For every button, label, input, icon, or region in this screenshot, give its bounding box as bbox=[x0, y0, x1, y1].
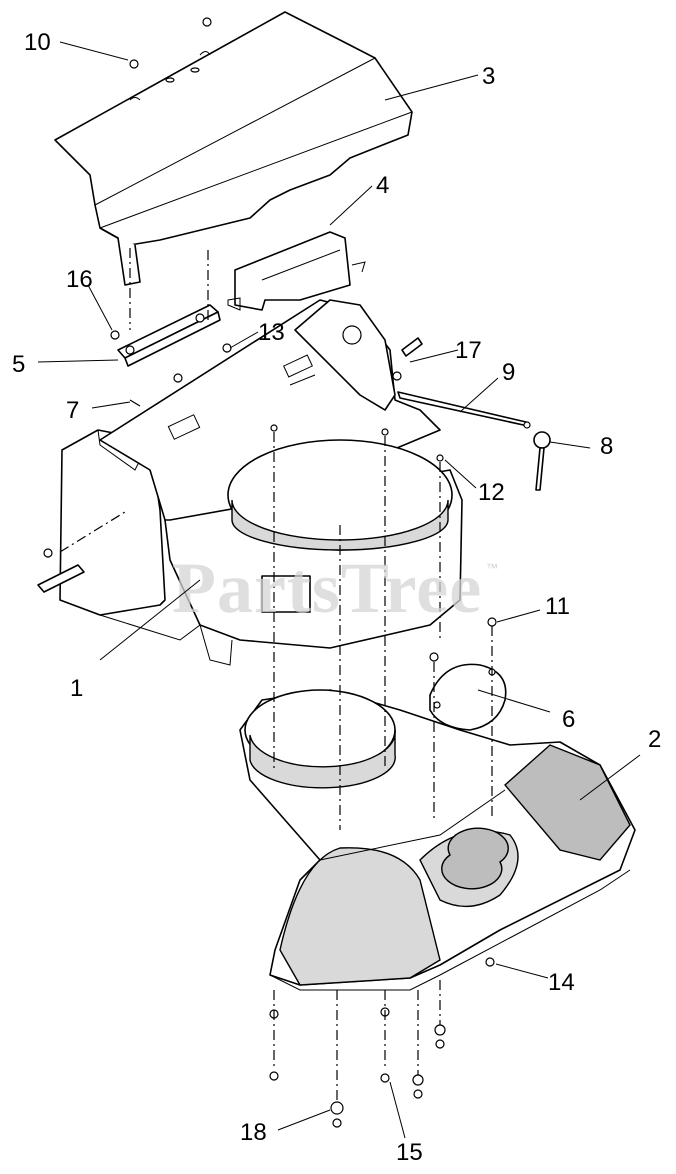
callout-5: 5 bbox=[12, 351, 25, 378]
callout-16: 16 bbox=[66, 266, 93, 293]
part-plate bbox=[429, 663, 507, 731]
callout-15: 15 bbox=[396, 1139, 423, 1166]
callout-9: 9 bbox=[502, 359, 515, 386]
callout-3: 3 bbox=[482, 63, 495, 90]
part-lower-housing bbox=[239, 689, 636, 991]
leader-lines bbox=[37, 41, 641, 1139]
callout-6: 6 bbox=[562, 706, 575, 733]
part-clamp-bar bbox=[117, 304, 221, 367]
callout-14: 14 bbox=[548, 969, 575, 996]
callout-17: 17 bbox=[455, 337, 482, 364]
callout-10: 10 bbox=[24, 29, 51, 56]
callout-labels: 10 3 4 16 13 5 17 9 7 8 12 11 1 6 2 14 1… bbox=[12, 29, 661, 1166]
watermark-trademark: ™ bbox=[486, 561, 498, 575]
assembly-lines bbox=[59, 248, 493, 1102]
callout-7: 7 bbox=[66, 397, 79, 424]
callout-11: 11 bbox=[545, 593, 570, 620]
part-bracket bbox=[227, 231, 366, 311]
callout-4: 4 bbox=[376, 172, 389, 199]
callout-1: 1 bbox=[70, 675, 83, 702]
part-bolt-17 bbox=[392, 337, 423, 381]
callout-8: 8 bbox=[600, 433, 613, 460]
watermark-text: PartsTree bbox=[172, 548, 482, 628]
callout-18: 18 bbox=[240, 1119, 267, 1146]
callout-12: 12 bbox=[478, 479, 505, 506]
hardware bbox=[43, 17, 497, 1128]
callout-2: 2 bbox=[648, 726, 661, 753]
callout-13: 13 bbox=[258, 319, 285, 346]
part-pin bbox=[533, 431, 551, 491]
part-housing bbox=[37, 299, 463, 666]
part-top-cover bbox=[54, 11, 413, 286]
